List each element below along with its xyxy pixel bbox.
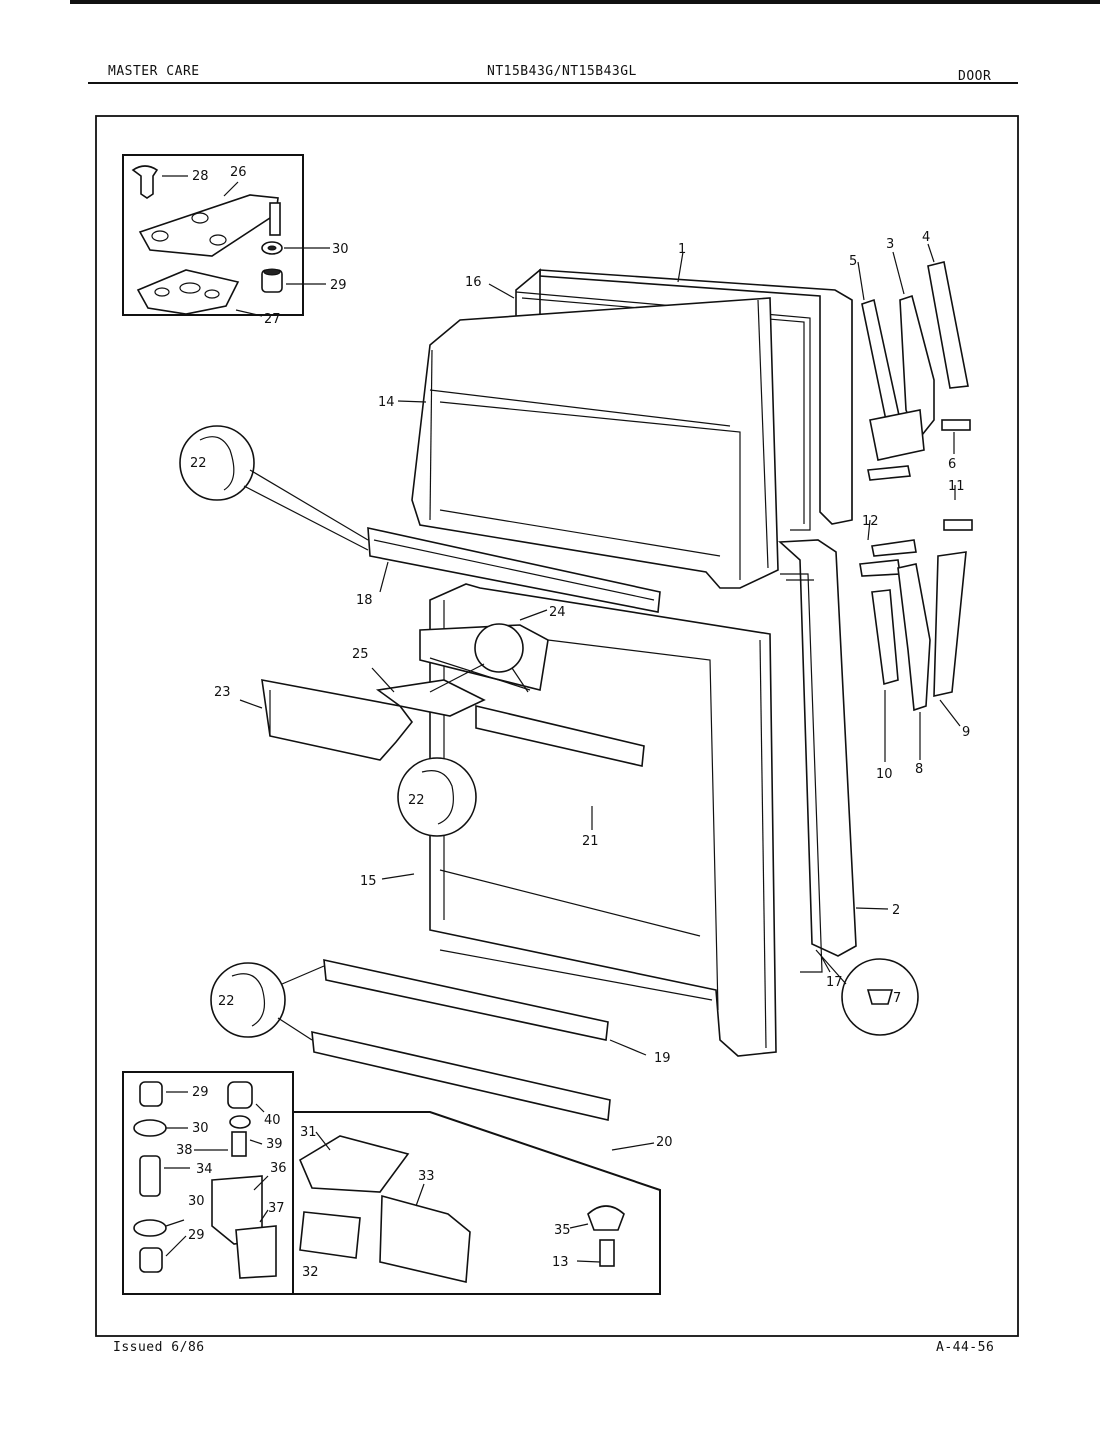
callout-5: 5: [849, 254, 857, 269]
callout-27: 27: [264, 312, 281, 327]
callout-39: 39: [266, 1137, 283, 1152]
footer-issued: Issued 6/86: [113, 1340, 205, 1355]
callout-12: 12: [862, 514, 879, 529]
callout-29-top: 29: [330, 278, 347, 293]
callout-30-inset-top: 30: [192, 1121, 209, 1136]
header-rule: [88, 82, 1018, 84]
leader-lines: [164, 243, 961, 1263]
header-model: NT15B43G/NT15B43GL: [487, 64, 637, 79]
callout-6: 6: [948, 457, 956, 472]
callout-10: 10: [876, 767, 893, 782]
callout-11: 11: [948, 479, 965, 494]
callout-17: 17: [826, 975, 843, 990]
handle-trim-parts: [859, 261, 973, 712]
callout-36: 36: [270, 1161, 287, 1176]
hinge-pin-13: [599, 1239, 615, 1267]
fresh-food-door-outer: [778, 539, 857, 973]
callout-9: 9: [962, 725, 970, 740]
callout-20: 20: [656, 1135, 673, 1150]
callout-32: 32: [302, 1265, 319, 1280]
callout-23: 23: [214, 685, 231, 700]
bottom-hinge-hardware: [133, 1081, 277, 1279]
hinge-shim-part: [136, 269, 240, 315]
inset-hinge-top: [122, 154, 304, 316]
bottom-hinge-plates: [298, 1135, 471, 1283]
footer-page-code: A-44-56: [936, 1340, 995, 1355]
callout-16: 16: [465, 275, 482, 290]
callout-22-bottom: 22: [218, 994, 235, 1009]
callout-13: 13: [552, 1255, 569, 1270]
callout-29-inset-top: 29: [192, 1085, 209, 1100]
callout-7: 7: [893, 991, 901, 1006]
callout-22-mid: 22: [408, 793, 425, 808]
detail-circle-22-mid: [397, 757, 477, 837]
callout-29-inset-bottom: 29: [188, 1228, 205, 1243]
callout-35: 35: [554, 1223, 571, 1238]
freezer-liner: [411, 297, 779, 589]
header-brand: MASTER CARE: [108, 64, 200, 79]
detail-circle-22-top: [179, 425, 369, 551]
callout-19: 19: [654, 1051, 671, 1066]
callout-24: 24: [549, 605, 566, 620]
callout-34: 34: [196, 1162, 213, 1177]
callout-21: 21: [582, 834, 599, 849]
shelf-rail-21: [475, 704, 645, 767]
callout-30-top: 30: [332, 242, 349, 257]
callout-18: 18: [356, 593, 373, 608]
dairy-door-hinge-25: [375, 679, 486, 717]
hinge-screw-part: [131, 165, 188, 199]
top-border: [70, 0, 1100, 4]
callout-26: 26: [230, 165, 247, 180]
callout-2: 2: [892, 903, 900, 918]
washer-part-top: [261, 241, 330, 255]
detail-circle-24: [429, 623, 529, 693]
callout-1: 1: [678, 242, 686, 257]
callout-25: 25: [352, 647, 369, 662]
plug-button-35: [587, 1205, 625, 1231]
detail-circle-22-bottom: [210, 962, 325, 1041]
detail-circle-7: [815, 949, 919, 1036]
callout-8: 8: [915, 762, 923, 777]
inset-hinge-bottom: [122, 1071, 294, 1295]
fresh-food-liner: [429, 583, 777, 1057]
freezer-shelf-bar: [367, 526, 661, 613]
diagram-frame: [95, 115, 1019, 1337]
callout-31: 31: [300, 1125, 317, 1140]
callout-28: 28: [192, 169, 209, 184]
bushing-part-top: [261, 268, 326, 293]
callout-22-top: 22: [190, 456, 207, 471]
callout-14: 14: [378, 395, 395, 410]
callout-40: 40: [264, 1113, 281, 1128]
callout-15: 15: [360, 874, 377, 889]
callout-38: 38: [176, 1143, 193, 1158]
callout-4: 4: [922, 230, 930, 245]
inset-hinge-bracket-frame: [293, 1111, 661, 1295]
door-shelf-bar-19: [311, 958, 611, 1121]
callout-30-inset-bottom: 30: [188, 1194, 205, 1209]
header-section: DOOR: [958, 69, 992, 84]
callout-33: 33: [418, 1169, 435, 1184]
callout-3: 3: [886, 237, 894, 252]
callout-37: 37: [268, 1201, 285, 1216]
top-hinge-part: [138, 194, 281, 257]
